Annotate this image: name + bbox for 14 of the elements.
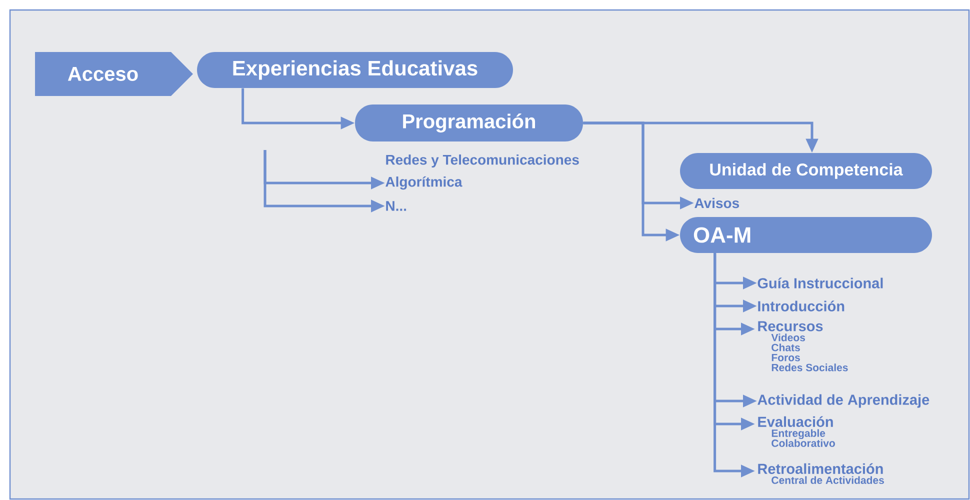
rounded-box: Programación	[355, 104, 583, 142]
item-text: Algorítmica	[386, 176, 462, 190]
rounded-box: Unidad de Competencia	[680, 153, 932, 189]
rounded-box: OA-M	[680, 217, 932, 253]
item-text: Avisos	[694, 198, 740, 208]
item-text: Actividad de Aprendizaje	[758, 394, 930, 408]
item-text: Evaluación Entregable Colaborativo	[758, 416, 835, 447]
rounded-box: Experiencias Educativas	[197, 52, 513, 88]
item-text: N...	[386, 201, 406, 211]
item-text: Introducción	[758, 300, 844, 312]
item-text: Recursos Videos Chats Foros Redes Sociales	[758, 321, 848, 372]
item-text: Retroalimentación Central de Actividades	[758, 463, 884, 484]
item-text: Redes y Telecomunicaciones	[386, 154, 579, 168]
item-text: Guía Instruccional	[758, 278, 883, 288]
